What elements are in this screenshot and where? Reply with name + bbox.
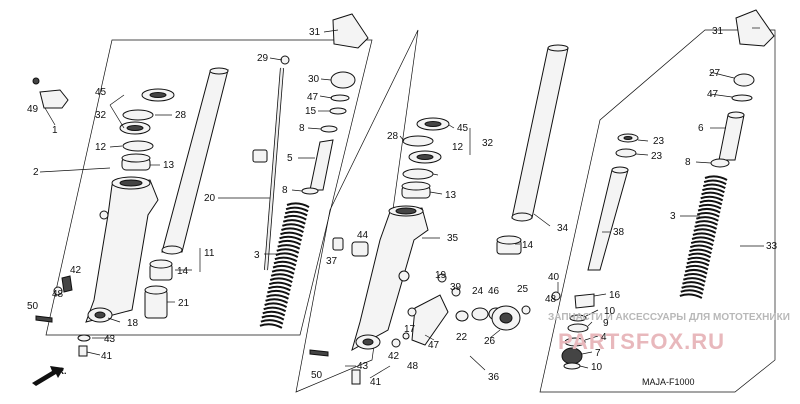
callout-label: 3 xyxy=(254,250,260,261)
callout-label: 39 xyxy=(450,282,462,293)
callout-label: 46 xyxy=(488,286,500,297)
mid-seal-stack xyxy=(401,117,450,199)
watermark-tagline: ЗАПЧАСТИ И АКСЕССУАРЫ ДЛЯ МОТОТЕХНИКИ xyxy=(548,312,790,323)
callout-label: 31 xyxy=(712,26,724,37)
callout-label: 4 xyxy=(601,332,607,343)
callout-label: 41 xyxy=(370,377,382,388)
callout-label: 27 xyxy=(709,68,721,79)
callout-label: 32 xyxy=(482,138,494,149)
callout-label: 37 xyxy=(326,256,338,267)
callout-label: 11 xyxy=(204,248,215,259)
mid-fork-slider xyxy=(351,205,429,352)
callout-label: 8 xyxy=(282,185,288,196)
left-inner-tube xyxy=(161,67,229,255)
right-spring-parts xyxy=(710,73,755,168)
left-fork-top-31 xyxy=(332,13,369,49)
callout-label: 36 xyxy=(488,372,500,383)
right-damper-cartridge xyxy=(587,133,639,271)
watermark-brand: PARTSFOX.RU xyxy=(558,329,725,354)
callout-label: 7 xyxy=(595,348,601,359)
callout-label: 43 xyxy=(104,334,116,345)
callout-label: 25 xyxy=(517,284,529,295)
callout-label: 15 xyxy=(305,106,317,117)
callout-label: 13 xyxy=(445,190,457,201)
callout-label: 1 xyxy=(52,125,58,136)
callout-label: 23 xyxy=(651,151,663,162)
callout-label: 49 xyxy=(27,104,39,115)
left-assembly-border xyxy=(45,39,373,336)
right-assembly-border xyxy=(539,29,776,393)
callout-label: 12 xyxy=(95,142,107,153)
callout-label: 16 xyxy=(609,290,621,301)
callout-label: 48 xyxy=(545,294,557,305)
callout-label: 28 xyxy=(387,131,399,142)
callout-label: 30 xyxy=(308,74,320,85)
callout-label: 40 xyxy=(548,272,560,283)
left-damper-rod xyxy=(252,55,290,271)
callout-label: 45 xyxy=(457,123,469,134)
leader-lines xyxy=(39,27,764,379)
callout-labels: 49 1 2 45 32 28 12 13 20 11 14 21 3 42 4… xyxy=(27,26,778,388)
callout-label: 28 xyxy=(175,110,187,121)
callout-label: 13 xyxy=(163,160,175,171)
callout-label: 19 xyxy=(435,270,447,281)
callout-label: 20 xyxy=(204,193,216,204)
left-small-parts xyxy=(35,71,356,357)
callout-label: 2 xyxy=(33,167,39,178)
callout-label: 10 xyxy=(591,362,603,373)
callout-label: 22 xyxy=(456,332,468,343)
front-direction-arrow: FR. xyxy=(32,366,67,386)
callout-label: 17 xyxy=(404,324,416,335)
callout-label: 8 xyxy=(299,123,305,134)
callout-label: 42 xyxy=(388,351,400,362)
callout-label: 38 xyxy=(613,227,625,238)
callout-label: 32 xyxy=(95,110,107,121)
callout-label: 42 xyxy=(70,265,82,276)
callout-label: 24 xyxy=(472,286,484,297)
right-fork-spring xyxy=(679,175,728,299)
callout-label: 5 xyxy=(287,153,293,164)
left-top-cap xyxy=(32,77,69,109)
callout-label: 26 xyxy=(484,336,496,347)
callout-label: 14 xyxy=(177,266,189,277)
callout-label: 12 xyxy=(452,142,464,153)
callout-label: 45 xyxy=(95,87,107,98)
callout-label: 23 xyxy=(653,136,665,147)
callout-label: 31 xyxy=(309,27,321,38)
callout-label: 50 xyxy=(27,301,39,312)
front-direction-label: FR. xyxy=(52,366,67,376)
callout-label: 34 xyxy=(557,223,569,234)
diagram-code: MAJA-F1000 xyxy=(642,377,695,387)
callout-label: 48 xyxy=(407,361,419,372)
callout-label: 48 xyxy=(52,289,64,300)
callout-label: 6 xyxy=(698,123,704,134)
callout-label: 44 xyxy=(357,230,369,241)
left-fork-spring xyxy=(259,202,310,329)
callout-label: 10 xyxy=(604,306,616,317)
callout-label: 29 xyxy=(257,53,269,64)
callout-label: 33 xyxy=(766,241,778,252)
callout-label: 47 xyxy=(707,89,719,100)
callout-label: 18 xyxy=(127,318,139,329)
left-fork-slider xyxy=(85,176,159,323)
callout-label: 35 xyxy=(447,233,459,244)
callout-label: 47 xyxy=(428,340,440,351)
left-seal-stack xyxy=(119,88,175,171)
callout-label: 50 xyxy=(311,370,323,381)
mid-small-parts xyxy=(309,237,531,385)
left-bushings xyxy=(144,259,173,319)
callout-label: 3 xyxy=(670,211,676,222)
mid-inner-tube xyxy=(496,44,569,255)
callout-label: 47 xyxy=(307,92,319,103)
callout-label: 14 xyxy=(522,240,534,251)
callout-label: 41 xyxy=(101,351,113,362)
callout-label: 21 xyxy=(178,298,190,309)
callout-label: 43 xyxy=(357,361,369,372)
right-small-parts xyxy=(551,291,595,370)
callout-label: 8 xyxy=(685,157,691,168)
callout-label: 9 xyxy=(603,318,609,329)
